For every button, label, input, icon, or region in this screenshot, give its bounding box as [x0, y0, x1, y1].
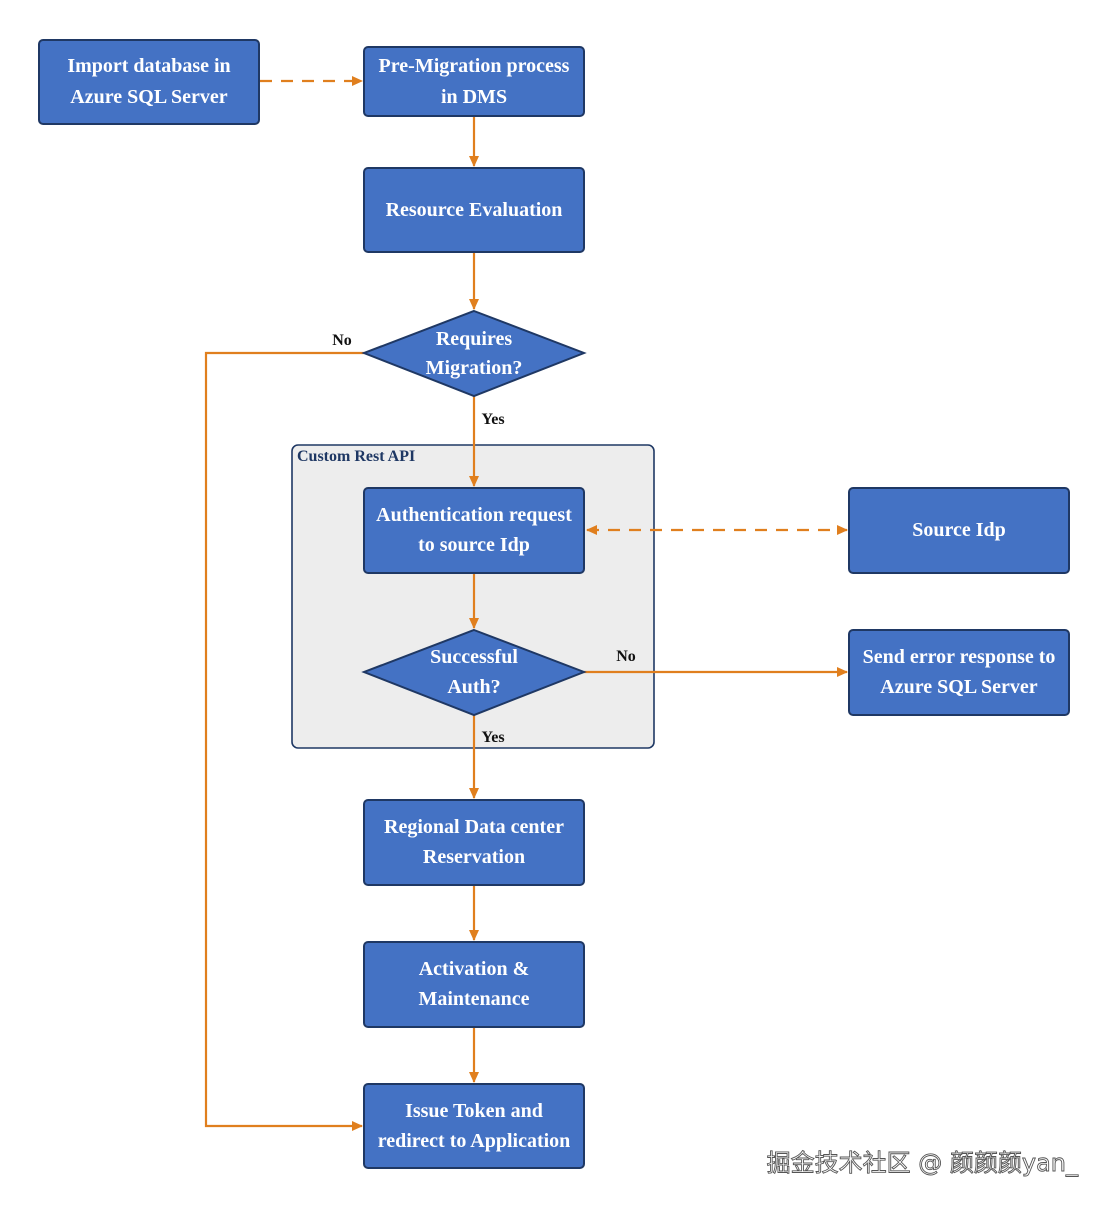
node-successful-auth-line1: Successful — [430, 646, 518, 668]
node-resource-evaluation-line1: Resource Evaluation — [386, 199, 563, 221]
node-resource-evaluation: Resource Evaluation — [363, 167, 585, 253]
node-issue-token: Issue Token and redirect to Application — [363, 1083, 585, 1169]
node-requires-migration-line2: Migration? — [426, 357, 523, 379]
node-regional-data-center: Regional Data center Reservation — [363, 799, 585, 886]
node-import-database-line1: Import database in — [67, 55, 230, 77]
watermark: 掘金技术社区 @ 颜颜颜yan_ — [767, 1149, 1079, 1177]
node-pre-migration: Pre-Migration process in DMS — [363, 46, 585, 117]
edge-label-requires-no: No — [332, 332, 352, 349]
node-authentication-request-line1: Authentication request — [376, 504, 572, 526]
edge-label-auth-yes: Yes — [481, 729, 504, 746]
node-activation-maintenance-line2: Maintenance — [418, 988, 529, 1010]
edge-label-auth-no: No — [616, 648, 636, 665]
node-send-error-response-line2: Azure SQL Server — [880, 676, 1038, 698]
edge-labels: No Yes No Yes — [332, 332, 636, 746]
node-send-error-response: Send error response to Azure SQL Server — [848, 629, 1070, 716]
node-successful-auth-line2: Auth? — [447, 676, 500, 698]
node-source-idp-line1: Source Idp — [912, 519, 1006, 541]
node-activation-maintenance-line1: Activation & — [419, 958, 530, 980]
node-requires-migration-line1: Requires — [436, 328, 513, 350]
node-authentication-request: Authentication request to source Idp — [363, 487, 585, 574]
node-regional-data-center-line1: Regional Data center — [384, 816, 564, 838]
node-successful-auth: Successful Auth? — [361, 628, 587, 717]
group-title: Custom Rest API — [297, 448, 415, 465]
node-authentication-request-line2: to source Idp — [418, 534, 530, 556]
node-issue-token-line1: Issue Token and — [405, 1100, 543, 1122]
node-import-database-line2: Azure SQL Server — [70, 86, 228, 108]
node-issue-token-line2: redirect to Application — [378, 1130, 571, 1152]
edge-requires-no-to-issue-token — [204, 351, 364, 1131]
node-import-database: Import database in Azure SQL Server — [38, 39, 260, 125]
node-pre-migration-line2: in DMS — [441, 86, 507, 108]
node-send-error-response-line1: Send error response to — [863, 646, 1056, 668]
node-source-idp: Source Idp — [848, 487, 1070, 574]
edge-label-requires-yes: Yes — [481, 411, 504, 428]
node-requires-migration: Requires Migration? — [361, 309, 587, 398]
node-pre-migration-line1: Pre-Migration process — [379, 55, 570, 77]
edges — [204, 76, 848, 1131]
node-regional-data-center-line2: Reservation — [423, 846, 525, 868]
node-activation-maintenance: Activation & Maintenance — [363, 941, 585, 1028]
